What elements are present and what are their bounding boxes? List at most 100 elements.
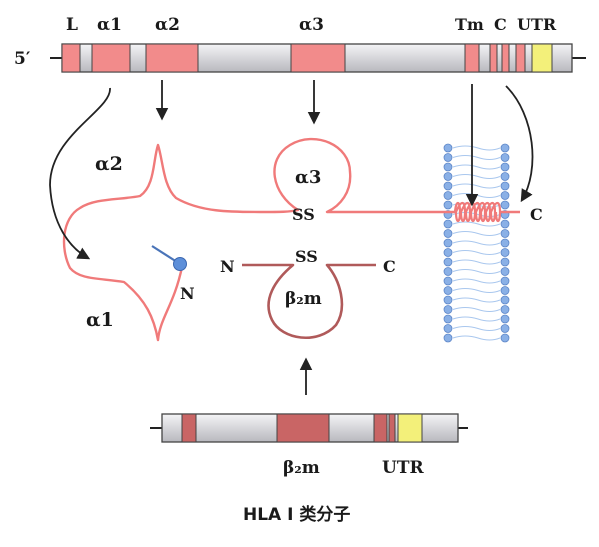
label-l: L xyxy=(66,15,78,35)
lipid-tail xyxy=(452,288,501,293)
lipid-head xyxy=(443,295,453,305)
label-c: C xyxy=(494,15,507,34)
lipid-head xyxy=(443,229,453,238)
lipid-tail xyxy=(452,193,501,198)
lipid-head xyxy=(443,324,453,333)
label-tm: Tm xyxy=(455,15,484,34)
lipid-head xyxy=(500,305,510,314)
b2m-exon-1 xyxy=(181,413,197,443)
lipid-head xyxy=(500,219,510,229)
exon-c1 xyxy=(489,43,498,73)
lipid-head xyxy=(500,191,510,200)
lipid-head xyxy=(443,267,453,276)
lipid-head xyxy=(443,181,453,191)
lipid-tail xyxy=(452,326,501,331)
heavy-chain-path xyxy=(62,137,455,342)
lipid-head xyxy=(443,286,453,295)
exon-l xyxy=(61,43,81,73)
label-alpha3: α3 xyxy=(299,15,324,35)
b2m-exon-2 xyxy=(276,413,330,443)
heavy-c-terminus: C xyxy=(530,205,543,224)
lipid-head xyxy=(443,305,453,314)
lipid-tail xyxy=(452,269,501,274)
lipid-head xyxy=(443,172,453,181)
cell-membrane xyxy=(443,143,510,343)
b2m-gene-label: β₂m xyxy=(283,458,320,478)
b2m-chain-path xyxy=(242,263,376,339)
label-utr: UTR xyxy=(517,15,557,34)
lipid-tail xyxy=(452,164,501,170)
b2m-exon-3 xyxy=(373,413,388,443)
lipid-head xyxy=(500,143,510,153)
lipid-tail xyxy=(452,259,501,265)
lipid-head xyxy=(500,314,510,324)
lipid-head xyxy=(443,153,453,162)
lipid-head xyxy=(500,248,510,257)
b2m-disulfide-label: SS xyxy=(295,247,318,266)
lipid-head xyxy=(500,333,510,343)
lipid-tail xyxy=(452,183,501,189)
arrows xyxy=(49,80,534,395)
heavy-chain: α2 α1 α3 SS N C xyxy=(62,137,543,342)
lipid-head xyxy=(443,162,453,172)
lipid-head xyxy=(500,257,510,267)
lipid-tail xyxy=(452,231,501,236)
lipid-head xyxy=(443,333,453,343)
exon-utr-coding xyxy=(515,43,526,73)
lipid-head xyxy=(443,238,453,248)
alpha2-domain-label: α2 xyxy=(95,153,123,175)
lipid-head xyxy=(443,276,453,286)
figure-caption: HLA Ⅰ 类分子 xyxy=(243,504,350,525)
label-alpha1: α1 xyxy=(97,15,122,35)
lipid-head xyxy=(500,172,510,181)
lipid-tail xyxy=(452,174,501,179)
exon-alpha2 xyxy=(145,43,199,73)
exon-alpha1 xyxy=(91,43,131,73)
lipid-head xyxy=(500,153,510,162)
glycan-icon xyxy=(173,257,187,271)
lipid-tail xyxy=(452,145,501,151)
lipid-head xyxy=(500,238,510,248)
b2m-n-terminus: N xyxy=(220,257,235,276)
lipid-head xyxy=(443,200,453,210)
exon-tm xyxy=(464,43,480,73)
lipid-tail xyxy=(452,297,501,303)
label-alpha2: α2 xyxy=(155,15,180,35)
lipid-head xyxy=(500,324,510,333)
lipid-head xyxy=(500,295,510,305)
transmembrane-helix xyxy=(453,201,502,223)
lipid-head xyxy=(500,181,510,191)
exon-alpha3 xyxy=(290,43,346,73)
top-gene: 5′ L α1 α2 α3 Tm C UTR xyxy=(14,15,586,73)
lipid-head xyxy=(500,200,510,210)
lipid-head xyxy=(443,314,453,324)
lipid-tail xyxy=(452,335,501,341)
lipid-tail xyxy=(452,278,501,284)
glycan-linker xyxy=(151,245,178,263)
lipid-tail xyxy=(452,155,501,160)
b2m-exon-4 xyxy=(388,413,396,443)
b2m-protein: N C SS β₂m xyxy=(220,247,396,339)
lipid-head xyxy=(500,162,510,172)
b2m-c-terminus: C xyxy=(383,257,396,276)
alpha3-domain-label: α3 xyxy=(295,167,321,188)
b2m-utr-exon xyxy=(397,413,423,443)
lipid-tail xyxy=(452,240,501,246)
lipid-head xyxy=(500,267,510,276)
heavy-n-terminus: N xyxy=(180,284,195,303)
lipid-head xyxy=(500,286,510,295)
heavy-disulfide-label: SS xyxy=(292,205,315,224)
lipid-head xyxy=(443,219,453,229)
exon-c2 xyxy=(501,43,510,73)
alpha1-domain-label: α1 xyxy=(86,309,114,331)
lipid-tail xyxy=(452,250,501,255)
five-prime-label: 5′ xyxy=(14,49,31,69)
exon-utr xyxy=(531,43,553,73)
lipid-tail xyxy=(452,221,501,227)
b2m-gene: β₂m UTR xyxy=(150,413,468,478)
b2m-utr-label: UTR xyxy=(382,458,424,478)
lipid-head xyxy=(443,257,453,267)
lipid-tail xyxy=(452,316,501,322)
lipid-head xyxy=(443,248,453,257)
